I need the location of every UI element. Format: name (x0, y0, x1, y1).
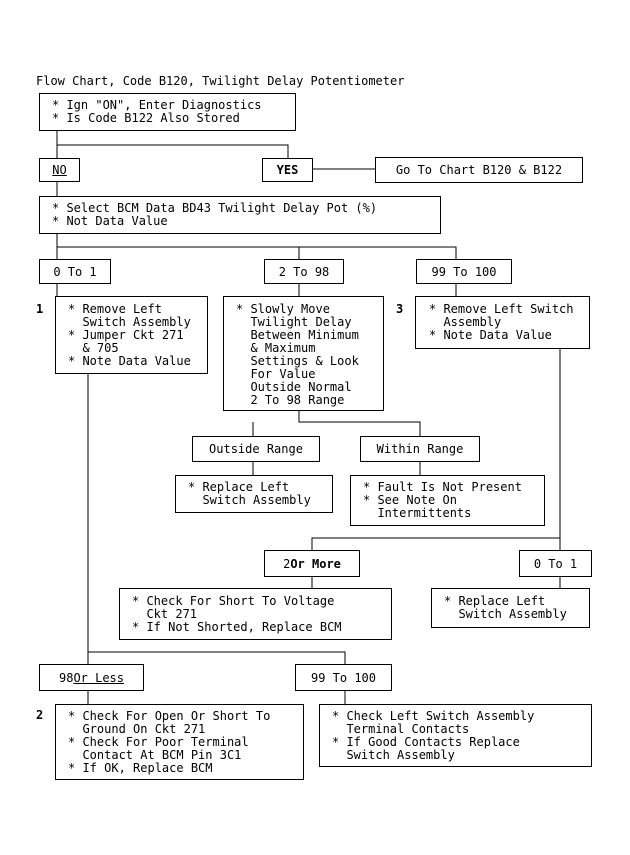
two-more-line-2: Ckt 271 (132, 607, 198, 621)
no-text: NO (52, 163, 67, 177)
outside-line-2: Switch Assembly (188, 493, 311, 507)
within-line-1: * Fault Is Not Present (363, 480, 522, 494)
outside-action-box: * Replace Left Switch Assembly (175, 475, 333, 513)
mid-line-7: Outside Normal (236, 380, 352, 394)
outside-range-text: Outside Range (209, 442, 303, 456)
step1-line-2: * Is Code B122 Also Stored (52, 111, 240, 125)
step2-line-2: * Not Data Value (52, 214, 168, 228)
more-line-1: * Check Left Switch Assembly (332, 709, 535, 723)
step-number-3: 3 (396, 302, 404, 316)
ninety-nine-action-box: * Check Left Switch Assembly Terminal Co… (319, 704, 592, 767)
two-more-line-3: * If Not Shorted, Replace BCM (132, 620, 342, 634)
high-line-3: * Note Data Value (429, 328, 552, 342)
range-high-text: 99 To 100 (431, 264, 497, 279)
less-line-3: * Check For Poor Terminal (68, 735, 249, 749)
two-or-more-bold: Or More (290, 556, 341, 571)
zero-to-one-text: 0 To 1 (533, 556, 578, 571)
no-label: NO (39, 158, 80, 182)
two-or-more-action-box: * Check For Short To Voltage Ckt 271 * I… (119, 588, 392, 640)
yes-label: YES (262, 158, 313, 182)
within-range-text: Within Range (376, 442, 464, 456)
range-low-label: 0 To 1 (39, 259, 111, 284)
step2-line-1: * Select BCM Data BD43 Twilight Delay Po… (52, 201, 378, 215)
low-line-3: * Jumper Ckt 271 (68, 328, 184, 342)
ninety-eight-action-box: * Check For Open Or Short To Ground On C… (55, 704, 304, 780)
mid-range-box: * Slowly Move Twilight Delay Between Min… (223, 296, 384, 411)
mid-line-3: Between Minimum (236, 328, 359, 342)
range-mid-label: 2 To 98 (264, 259, 344, 284)
outside-range-label: Outside Range (192, 436, 320, 462)
more-line-4: Switch Assembly (332, 748, 455, 762)
within-action-box: * Fault Is Not Present * See Note On Int… (350, 475, 545, 526)
more-line-3: * If Good Contacts Replace (332, 735, 520, 749)
mid-line-8: 2 To 98 Range (236, 393, 345, 407)
yes-text: YES (276, 163, 299, 177)
two-or-more-prefix: 2 (283, 556, 291, 571)
low-line-2: Switch Assembly (68, 315, 191, 329)
step-number-1: 1 (36, 302, 44, 316)
two-more-line-1: * Check For Short To Voltage (132, 594, 335, 608)
high-range-box: * Remove Left Switch Assembly * Note Dat… (415, 296, 590, 349)
range-low-text: 0 To 1 (53, 264, 97, 279)
high-line-1: * Remove Left Switch (429, 302, 574, 316)
mid-line-1: * Slowly Move (236, 302, 330, 316)
zero-to-one-label: 0 To 1 (519, 550, 592, 577)
goto-chart-text: Go To Chart B120 & B122 (395, 163, 563, 177)
two-or-more-label: 2 Or More (264, 550, 360, 577)
goto-chart-box: Go To Chart B120 & B122 (375, 157, 583, 183)
ninety-eight-or-less-label: 98 Or Less (39, 664, 144, 691)
less-line-5: * If OK, Replace BCM (68, 761, 213, 775)
less-line-2: Ground On Ckt 271 (68, 722, 206, 736)
less-line-4: Contact At BCM Pin 3C1 (68, 748, 242, 762)
chart-title: Flow Chart, Code B120, Twilight Delay Po… (36, 74, 405, 88)
range-high-label: 99 To 100 (416, 259, 512, 284)
low-line-1: * Remove Left (68, 302, 162, 316)
zero-one-line-1: * Replace Left (444, 594, 546, 608)
high-line-2: Assembly (429, 315, 502, 329)
within-range-label: Within Range (360, 436, 480, 462)
within-line-3: Intermittents (363, 506, 472, 520)
step2-box: * Select BCM Data BD43 Twilight Delay Po… (39, 196, 441, 234)
low-line-5: * Note Data Value (68, 354, 191, 368)
ninety-nine-text: 99 To 100 (310, 670, 377, 685)
ninety-eight-prefix: 98 (58, 670, 74, 685)
or-less-text: Or Less (73, 670, 125, 685)
low-line-4: & 705 (68, 341, 119, 355)
low-range-box: * Remove Left Switch Assembly * Jumper C… (55, 296, 208, 374)
outside-line-1: * Replace Left (188, 480, 290, 494)
mid-line-5: Settings & Look (236, 354, 359, 368)
mid-line-2: Twilight Delay (236, 315, 352, 329)
range-mid-text: 2 To 98 (278, 264, 330, 279)
zero-one-line-2: Switch Assembly (444, 607, 567, 621)
zero-one-action-box: * Replace Left Switch Assembly (431, 588, 590, 628)
more-line-2: Terminal Contacts (332, 722, 470, 736)
step-number-2: 2 (36, 708, 44, 722)
ninety-nine-to-hundred-label: 99 To 100 (295, 664, 392, 691)
mid-line-6: For Value (236, 367, 316, 381)
step1-line-1: * Ign "ON", Enter Diagnostics (52, 98, 262, 112)
less-line-1: * Check For Open Or Short To (68, 709, 271, 723)
within-line-2: * See Note On (363, 493, 457, 507)
step1-box: * Ign "ON", Enter Diagnostics * Is Code … (39, 93, 296, 131)
mid-line-4: & Maximum (236, 341, 316, 355)
